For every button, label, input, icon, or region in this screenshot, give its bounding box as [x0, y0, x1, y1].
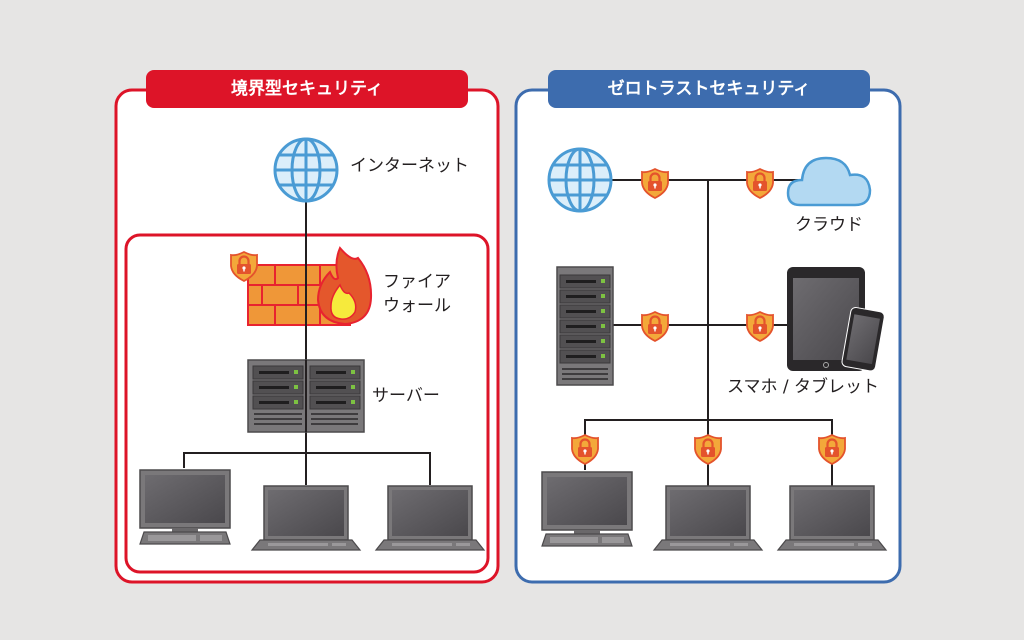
server-rack-icon: [247, 359, 365, 433]
laptop-icon: [777, 485, 887, 551]
cloud-icon: [786, 156, 872, 207]
perimeter-panel: [114, 88, 500, 584]
smartphone-icon: [841, 306, 885, 372]
mobile-label: スマホ / タブレット: [727, 377, 880, 397]
cloud-label: クラウド: [795, 215, 863, 235]
zerotrust-title: ゼロトラストセキュリティ: [548, 70, 870, 108]
zerotrust-panel: [514, 88, 902, 584]
firewall-label-line2: ウォール: [383, 296, 451, 316]
laptop-icon: [251, 485, 361, 551]
flame-icon: [316, 246, 373, 326]
internet-globe-icon: [273, 137, 339, 203]
firewall-label-line1: ファイア: [383, 272, 451, 292]
laptop-icon: [653, 485, 763, 551]
desktop-pc-icon: [139, 469, 231, 545]
server-label: サーバー: [372, 386, 440, 406]
desktop-pc-icon: [541, 471, 633, 547]
internet-label: インターネット: [350, 156, 469, 176]
internet-globe-icon: [547, 147, 613, 213]
server-tower-icon: [556, 266, 614, 386]
laptop-icon: [375, 485, 485, 551]
perimeter-title: 境界型セキュリティ: [146, 70, 468, 108]
